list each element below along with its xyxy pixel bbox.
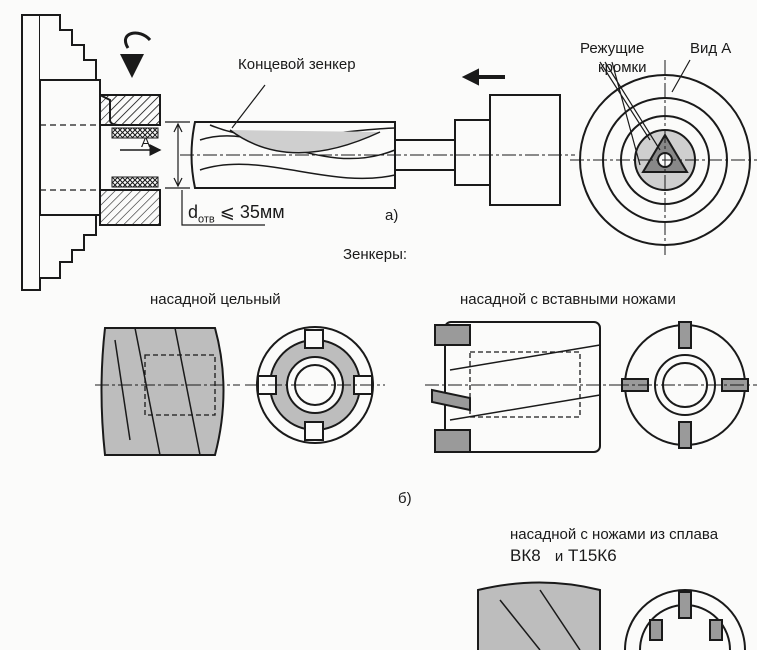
alloy-conjunction: и [554, 548, 564, 565]
cutting-edges-label-1: Режущие [580, 40, 645, 57]
view-a-end-view [570, 59, 757, 255]
diameter-symbol: d [188, 202, 199, 222]
alloy-grades-label: ВК8 и Т15К6 [510, 546, 617, 566]
solid-shell-countersink [95, 326, 385, 456]
inserted-blades-label: насадной с вставными ножами [460, 291, 676, 308]
alloy-grade-1: ВК8 [510, 546, 541, 565]
inserted-blade-countersink [425, 321, 757, 453]
rotation-arrow-icon [120, 31, 152, 78]
diameter-dimension [165, 121, 265, 226]
solid-shell-label: насадной цельный [150, 291, 281, 308]
figure-b-label: б) [398, 490, 412, 507]
diameter-label: dотв ⩽ 35мм [188, 202, 285, 226]
diameter-condition: ⩽ 35мм [219, 202, 285, 222]
alloy-grade-2: Т15К6 [568, 546, 617, 565]
alloy-blade-countersink [477, 581, 746, 650]
end-countersink-label: Концевой зенкер [238, 56, 356, 73]
view-a-label: Вид А [690, 40, 732, 57]
figure-a-label: а) [385, 207, 399, 224]
cutting-edges-label-2: кромки [598, 59, 647, 76]
countersinks-title: Зенкеры: [343, 246, 408, 263]
alloy-blades-label: насадной с ножами из сплава [510, 526, 719, 543]
lathe-chuck [21, 14, 101, 291]
diameter-subscript: отв [198, 213, 215, 226]
workpiece [99, 94, 161, 226]
end-countersink-tool [180, 84, 575, 206]
feed-arrow-icon [461, 68, 505, 86]
arrow-a-label: A [141, 134, 151, 150]
